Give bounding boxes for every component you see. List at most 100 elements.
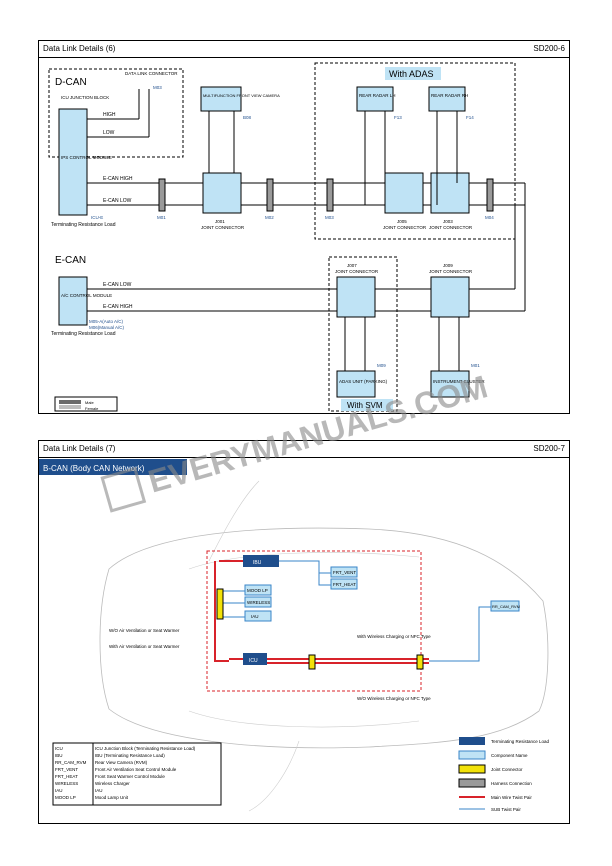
instrument-cluster-box bbox=[430, 370, 470, 398]
dcan-label: D-CAN bbox=[55, 77, 87, 88]
mfc-code: B08 bbox=[243, 115, 252, 120]
dcan-region bbox=[48, 68, 184, 158]
component-frt-heat bbox=[330, 578, 358, 590]
frt-heat-label: FRT_HEAT bbox=[333, 582, 356, 587]
ips-module-box bbox=[58, 108, 88, 216]
adas-unit-label: ADAS UNIT (PARKING) bbox=[339, 379, 388, 384]
ac-module-box bbox=[58, 276, 88, 326]
j007-code: J007 bbox=[347, 263, 357, 268]
svg-text:IAU: IAU bbox=[55, 788, 63, 793]
svg-text:Front Air Ventilation Seat Con: Front Air Ventilation Seat Control Modul… bbox=[95, 767, 177, 772]
connector-legend bbox=[54, 396, 118, 412]
page-header-2: Data Link Details (7) SD200-7 bbox=[39, 441, 569, 458]
mfc-box bbox=[200, 86, 242, 112]
component-rr-cam bbox=[490, 600, 520, 612]
svg-text:Main Wire Twist Pair: Main Wire Twist Pair bbox=[491, 795, 532, 800]
svg-text:SUB Twist Pair: SUB Twist Pair bbox=[491, 807, 521, 812]
joint-2 bbox=[308, 654, 316, 670]
dlc-label: DATA LINK CONNECTOR bbox=[125, 71, 178, 76]
component-mood-lp bbox=[244, 584, 272, 596]
svg-text:RR_CAM_RVM: RR_CAM_RVM bbox=[55, 760, 87, 765]
page-code: SD200-6 bbox=[533, 44, 565, 53]
svg-text:Rear View Camera (RVM): Rear View Camera (RVM) bbox=[95, 760, 148, 765]
car-outline bbox=[99, 527, 549, 749]
main-network-region bbox=[206, 550, 422, 692]
svg-text:ICU: ICU bbox=[55, 746, 63, 751]
ac-code-1: M05-A(Auto A/C) bbox=[89, 319, 124, 324]
term-label-2: Terminating Resistance Load bbox=[51, 331, 116, 337]
j005-code: J005 bbox=[397, 219, 407, 224]
j001-label: JOINT CONNECTOR bbox=[201, 225, 245, 230]
page-header: Data Link Details (6) SD200-6 bbox=[39, 41, 569, 58]
ibu-label: IBU bbox=[253, 560, 262, 566]
ecan-high-label: E-CAN HIGH bbox=[103, 176, 133, 182]
page-title-2: Data Link Details (7) bbox=[43, 444, 116, 453]
svg-text:MOOD LP: MOOD LP bbox=[55, 795, 76, 800]
m02-code: M02 bbox=[265, 215, 274, 220]
j001-code: J001 bbox=[215, 219, 225, 224]
rear-radar-rh-box bbox=[428, 86, 466, 112]
joint-j005 bbox=[384, 172, 424, 214]
note-3: With Wireless Charging or NFC Type bbox=[357, 634, 431, 639]
j007-label: JOINT CONNECTOR bbox=[335, 269, 379, 274]
j009-label: JOINT CONNECTOR bbox=[429, 269, 473, 274]
ac-label: A/C CONTROL MODULE bbox=[61, 293, 112, 298]
svm-label: With SVM bbox=[347, 401, 383, 410]
harness-m03 bbox=[326, 178, 334, 212]
svg-text:ICU Junction Block (Terminatin: ICU Junction Block (Terminating Resistan… bbox=[95, 746, 196, 751]
harness-m01 bbox=[158, 178, 166, 212]
svg-text:Wireless Charger: Wireless Charger bbox=[95, 781, 130, 786]
instrument-label: INSTRUMENT CLUSTER bbox=[433, 379, 485, 384]
instrument-code: M01 bbox=[471, 363, 480, 368]
rear-radar-lh-box bbox=[356, 86, 394, 112]
svg-text:IBU: IBU bbox=[55, 753, 63, 758]
j003-label: JOINT CONNECTOR bbox=[429, 225, 473, 230]
joint-j007 bbox=[336, 276, 376, 318]
wiring-diagram-6: D-CAN With ADAS ICU JUNCTION BLOCK IPS C… bbox=[48, 62, 526, 412]
page-title: Data Link Details (6) bbox=[43, 44, 116, 53]
page-data-link-6: Data Link Details (6) SD200-6 D-CAN With… bbox=[38, 40, 570, 414]
m03-code: M03 bbox=[325, 215, 334, 220]
iau-label: IAU bbox=[251, 614, 259, 619]
frt-vent-label: FRT_VENT bbox=[333, 570, 356, 575]
legend-male: Male bbox=[85, 400, 94, 405]
bcan-diagram: B-CAN (Body CAN Network) IBU MOOD LP WIR… bbox=[39, 459, 550, 812]
wireless-label: WIRELESS bbox=[247, 600, 270, 605]
m01-code: M01 bbox=[157, 215, 166, 220]
note-2: With Air Ventilation or Seat Warmer bbox=[109, 644, 180, 649]
adas-unit-box bbox=[336, 370, 376, 398]
adas-region bbox=[314, 62, 516, 240]
icu-code: ICU-E bbox=[91, 215, 103, 220]
joint-j009 bbox=[430, 276, 470, 318]
joint-j001 bbox=[202, 172, 242, 214]
rr-cam-label: RR_CAM_RVM bbox=[492, 604, 520, 609]
note-4: W/O Wireless Charging or NFC Type bbox=[357, 696, 431, 701]
svg-text:IBU (Terminating Resistance Lo: IBU (Terminating Resistance Load) bbox=[95, 753, 165, 758]
svg-text:Terminating Resistance Load: Terminating Resistance Load bbox=[491, 739, 550, 744]
ips-label: IPS CONTROL MODULE bbox=[61, 155, 112, 160]
adas-title-box bbox=[385, 67, 441, 80]
ecan-low-label: E-CAN LOW bbox=[103, 198, 132, 204]
ecan-high-label-2: E-CAN HIGH bbox=[103, 304, 133, 310]
low-label: LOW bbox=[103, 130, 115, 136]
page-code-2: SD200-7 bbox=[533, 444, 565, 453]
legend-female: Female bbox=[85, 406, 99, 411]
svg-text:Component Name: Component Name bbox=[491, 753, 528, 758]
joint-1 bbox=[216, 588, 224, 620]
component-ibu bbox=[243, 555, 279, 567]
abbreviation-table: ICU ICU Junction Block (Terminating Resis… bbox=[52, 742, 222, 806]
j009-code: J009 bbox=[443, 263, 453, 268]
adas-unit-code: M09 bbox=[377, 363, 386, 368]
term-label-1: Terminating Resistance Load bbox=[51, 222, 116, 228]
svm-title-box bbox=[341, 399, 393, 411]
j003-code: J003 bbox=[443, 219, 453, 224]
svg-text:FRT_VENT: FRT_VENT bbox=[55, 767, 78, 772]
component-icu bbox=[243, 653, 267, 665]
bcan-legend: Terminating Resistance Load Component Na… bbox=[458, 737, 550, 812]
component-frt-vent bbox=[330, 566, 358, 578]
svg-text:Harness Connection: Harness Connection bbox=[491, 781, 532, 786]
svg-text:Joint Connector: Joint Connector bbox=[491, 767, 523, 772]
m04-code: M04 bbox=[485, 215, 494, 220]
dlc-code: M03 bbox=[153, 85, 162, 90]
component-iau bbox=[244, 610, 272, 622]
